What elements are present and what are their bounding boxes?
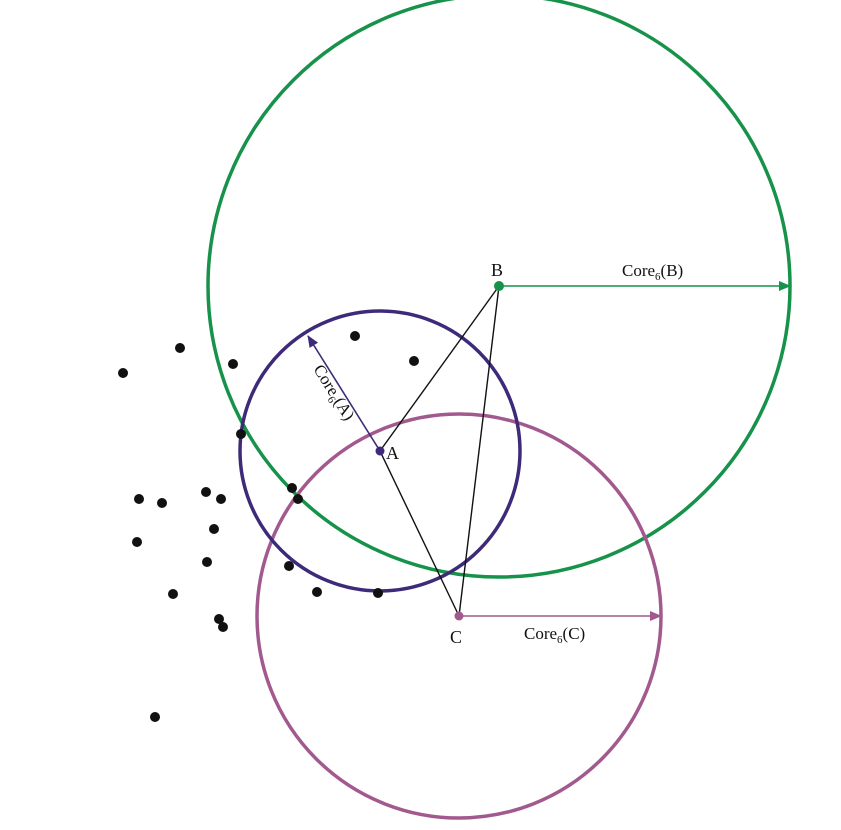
radius-label-c: Core6(C): [524, 624, 585, 646]
data-point: [287, 483, 297, 493]
data-point: [218, 622, 228, 632]
label-a: A: [386, 443, 399, 463]
data-point: [228, 359, 238, 369]
data-point: [312, 587, 322, 597]
data-point: [157, 498, 167, 508]
edge-b-c: [458, 285, 500, 617]
data-point: [350, 331, 360, 341]
data-point: [134, 494, 144, 504]
data-point: [214, 614, 224, 624]
data-point: [284, 561, 294, 571]
data-points: [118, 331, 419, 722]
label-c: C: [450, 627, 462, 647]
data-point: [175, 343, 185, 353]
edge-a-b: [379, 285, 500, 452]
data-point: [132, 537, 142, 547]
data-point: [209, 524, 219, 534]
radius-label-b: Core6(B): [622, 261, 683, 283]
data-point: [293, 494, 303, 504]
data-point: [168, 589, 178, 599]
point-b: [494, 281, 504, 291]
data-point: [201, 487, 211, 497]
radius-label-a: Core6(A): [307, 361, 359, 425]
data-point: [150, 712, 160, 722]
radius-arrow-a: [307, 335, 381, 452]
data-point: [118, 368, 128, 378]
point-c: [454, 611, 464, 621]
data-point: [216, 494, 226, 504]
data-point: [202, 557, 212, 567]
data-point: [373, 588, 383, 598]
data-point: [409, 356, 419, 366]
data-point: [236, 429, 246, 439]
label-b: B: [491, 260, 503, 280]
point-a: [375, 446, 385, 456]
edge-a-c: [379, 450, 460, 617]
